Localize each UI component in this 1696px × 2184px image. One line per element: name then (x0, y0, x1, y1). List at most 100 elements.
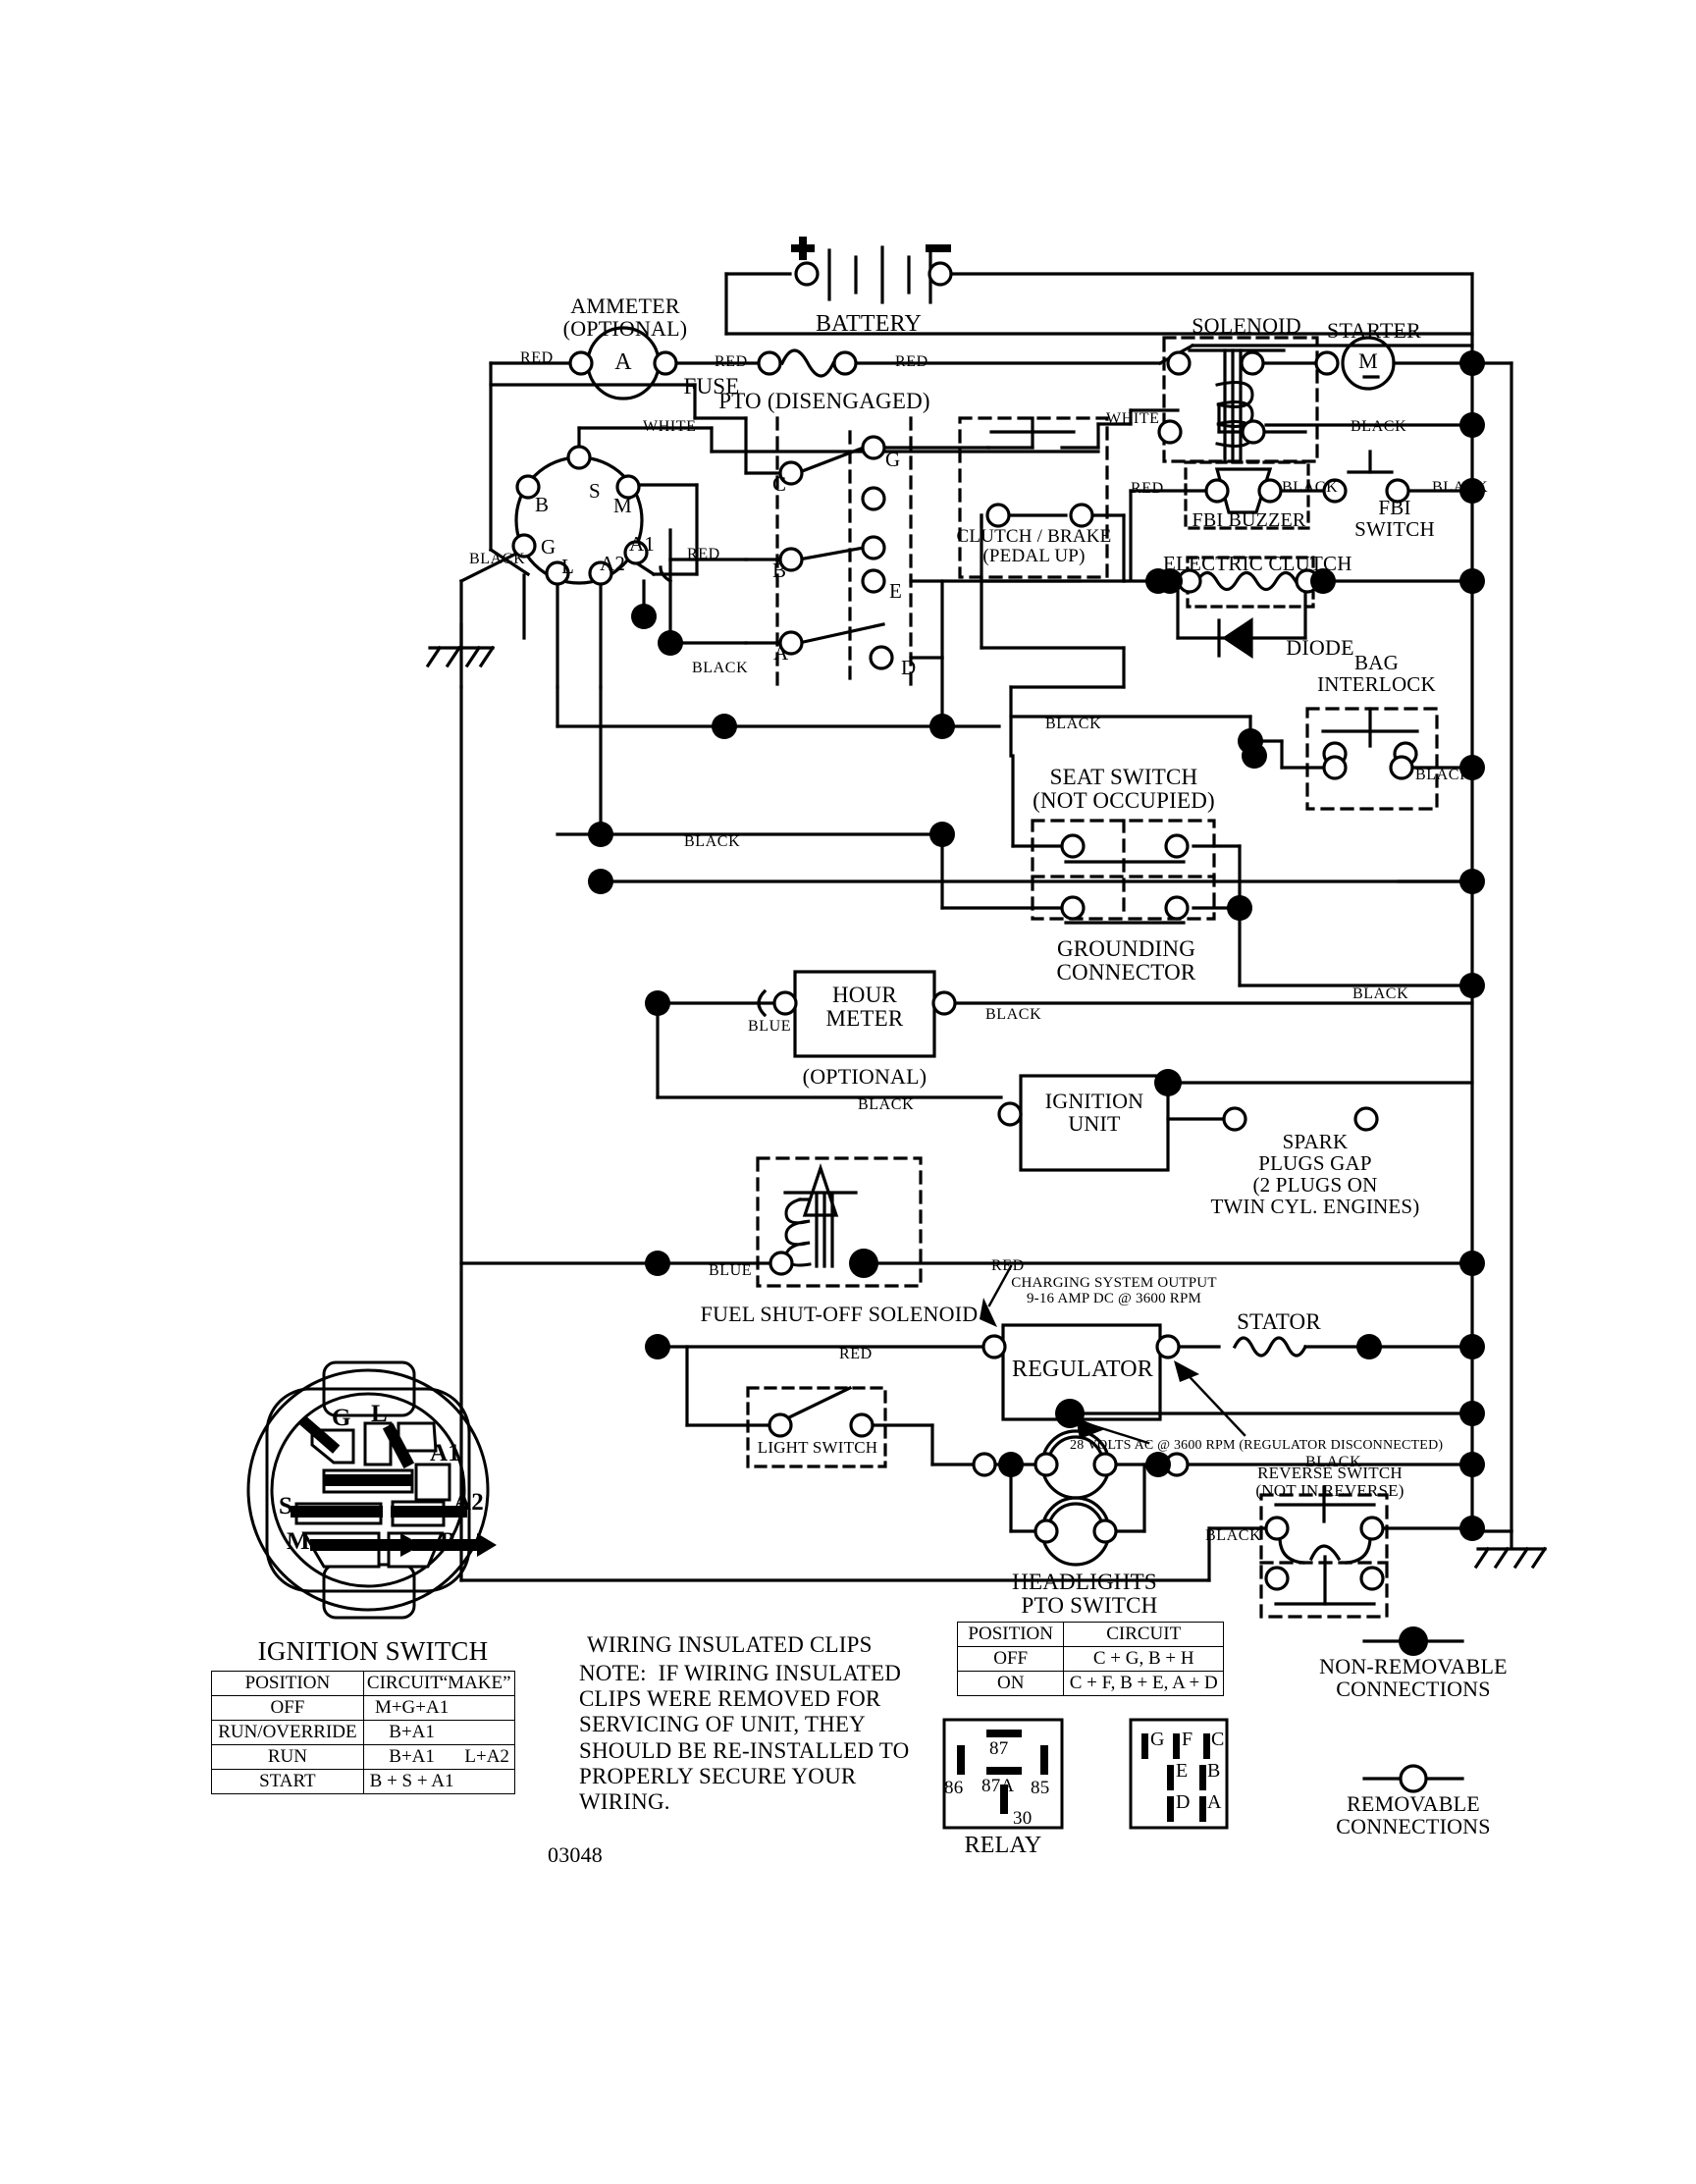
cell-make (459, 1695, 516, 1721)
wire-label-white-3: WHITE (643, 418, 697, 435)
fbi-buzzer-dashed-box (1184, 460, 1310, 530)
terminal-label-b-9: B (772, 559, 787, 582)
cell-position: OFF (211, 1695, 364, 1721)
light-switch-label: LIGHT SWITCH (757, 1438, 878, 1457)
wire-label-red-9: RED (687, 546, 720, 562)
clutch-brake-contacts (980, 408, 1180, 758)
connector-pin-G: G (1150, 1729, 1165, 1750)
grounding-connector-label: GROUNDING CONNECTOR (1056, 936, 1196, 985)
charging-output-note: CHARGING SYSTEM OUTPUT 9-16 AMP DC @ 360… (1011, 1275, 1217, 1306)
terminal-label-a-11: A (773, 641, 789, 665)
fuse-label: FUSE (683, 374, 740, 399)
regulator-label: REGULATOR (1011, 1357, 1154, 1382)
starter-label: STARTER (1326, 318, 1422, 343)
terminal-label-d-12: D (901, 656, 917, 679)
relay-symbol (942, 1718, 1064, 1830)
cell-position: ON (956, 1671, 1065, 1696)
seat-switch-label: SEAT SWITCH (NOT OCCUPIED) (1033, 765, 1215, 814)
drawing-number: 03048 (548, 1842, 603, 1867)
ignition-switch-bars (291, 1415, 497, 1557)
ammeter-label: AMMETER (OPTIONAL) (562, 293, 688, 342)
connector-pin-F: F (1182, 1729, 1193, 1750)
battery-label: BATTERY (815, 311, 923, 337)
ac-volts-note: 28 VOLTS AC @ 3600 RPM (REGULATOR DISCON… (1070, 1438, 1444, 1453)
ground-symbol-right (1473, 1546, 1548, 1570)
table-header-row: POSITION CIRCUIT“MAKE” (211, 1671, 516, 1696)
pto-switch-dashed-box (775, 416, 913, 694)
relay-pin-87: 87 (989, 1738, 1009, 1759)
ignition-unit-label: IGNITION UNIT (1044, 1089, 1144, 1137)
cell-circuit: C + F, B + E, A + D (1063, 1671, 1224, 1696)
relay-label: RELAY (964, 1833, 1042, 1858)
ignition-unit-row (999, 1074, 1474, 1172)
wire-label-black-18: BLACK (858, 1096, 915, 1113)
wire-label-black-11: BLACK (692, 660, 749, 676)
wire-label-red-21: RED (839, 1346, 873, 1362)
cell-make (459, 1769, 516, 1794)
wire-label-red-5: RED (1131, 480, 1164, 497)
fbi-buzzer-label: FBI BUZZER (1192, 509, 1306, 531)
battery-minus-label: – (927, 224, 928, 225)
hour-meter-optional-label: (OPTIONAL) (802, 1064, 928, 1089)
clutch-brake-dashed-box (958, 416, 1109, 579)
wire-label-red-2: RED (895, 353, 928, 370)
col-position: POSITION (956, 1622, 1065, 1647)
wire-label-black-10: BLACK (469, 551, 526, 567)
wire-label-blue-16: BLUE (748, 1018, 792, 1035)
reverse-switch-contacts (459, 1485, 1474, 1606)
cell-circuit: C + G, B + H (1063, 1646, 1224, 1672)
connector-pin-C: C (1211, 1729, 1225, 1750)
cell-position: RUN/OVERRIDE (211, 1720, 364, 1745)
connector-pin-D: D (1176, 1791, 1191, 1813)
relay-pin-85: 85 (1031, 1778, 1050, 1798)
switch-face-terminal-M: M (287, 1528, 310, 1555)
col-circuit: CIRCUIT (1063, 1622, 1224, 1647)
ignition-switch-title: IGNITION SWITCH (257, 1636, 489, 1666)
pto-disengaged-label: PTO (DISENGAGED) (718, 389, 930, 413)
cell-position: OFF (956, 1646, 1065, 1672)
bag-interlock-dashed-box (1305, 707, 1439, 811)
relay-pin-86: 86 (944, 1778, 964, 1798)
starter-symbol: M (1358, 348, 1378, 373)
ammeter-symbol: A (614, 349, 632, 375)
solenoid-label: SOLENOID (1192, 313, 1301, 338)
wire-label-black-15: BLACK (1352, 985, 1409, 1002)
connector-pin-A: A (1207, 1791, 1222, 1813)
wire-label-black-13: BLACK (1415, 767, 1472, 783)
wire-label-black-12: BLACK (1045, 716, 1102, 732)
battery-symbol (724, 245, 1474, 336)
fbi-switch-label: FBI SWITCH (1354, 496, 1435, 542)
switch-face-terminal-B: B (440, 1528, 456, 1555)
solenoid-internals (1188, 348, 1317, 463)
fuel-shutoff-solenoid-label: FUEL SHUT-OFF SOLENOID (700, 1302, 979, 1326)
starter-symbol (1313, 336, 1513, 391)
wiring-note-body: NOTE: IF WIRING INSULATED CLIPS WERE REM… (579, 1661, 910, 1815)
wire-label-black-14: BLACK (684, 833, 741, 850)
wire-label-black-23: BLACK (1205, 1527, 1262, 1544)
wire-label-blue-19: BLUE (709, 1262, 753, 1279)
electric-clutch-label: ELECTRIC CLUTCH (1163, 552, 1352, 575)
connector-pin-B: B (1207, 1760, 1221, 1782)
diode-label: DIODE (1286, 635, 1354, 660)
terminal-label-a2-5: A2 (600, 552, 626, 575)
cell-make (459, 1720, 516, 1745)
spark-plugs-label: SPARK PLUGS GAP (2 PLUGS ON TWIN CYL. EN… (1210, 1130, 1420, 1219)
switch-face-terminal-A1: A1 (430, 1440, 460, 1466)
seat-switch-contacts (940, 754, 1474, 987)
hour-meter-row (656, 970, 1474, 1099)
fuel-solenoid-dashed-box (756, 1156, 923, 1288)
terminal-label-c-7: C (772, 472, 787, 496)
fuel-solenoid-symbol (459, 1162, 1474, 1268)
cell-position: RUN (211, 1744, 364, 1770)
legend-symbols (1362, 1626, 1464, 1793)
relay-pin-30: 30 (1013, 1808, 1033, 1829)
light-switch-contacts (685, 1345, 993, 1466)
legend-non-removable-label: NON-REMOVABLE CONNECTIONS (1319, 1654, 1508, 1702)
wire-label-red-1: RED (715, 353, 748, 370)
